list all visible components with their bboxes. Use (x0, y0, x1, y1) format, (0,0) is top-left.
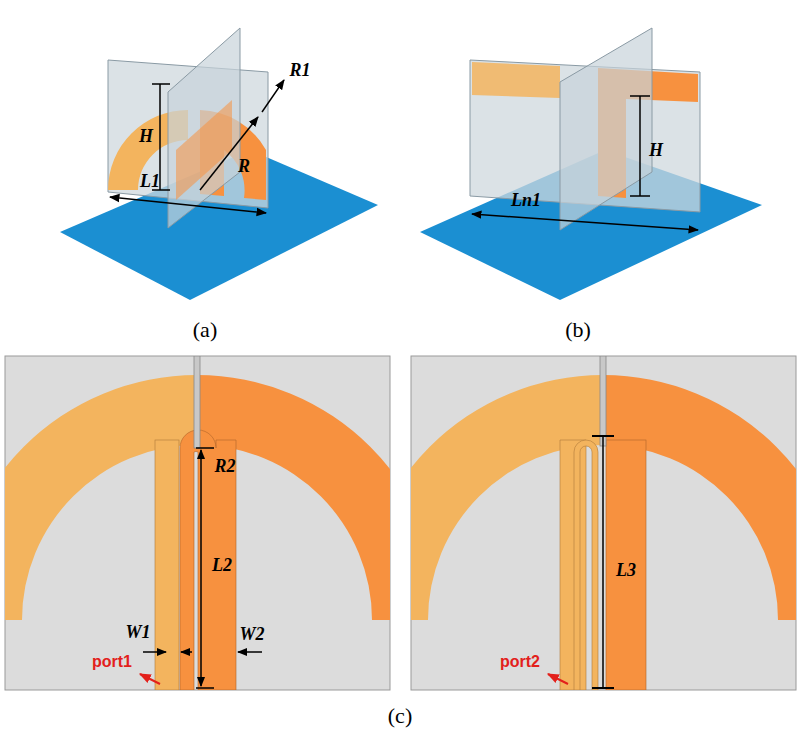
dimension-label: H (139, 127, 153, 145)
dimension-label: L3 (616, 561, 636, 579)
substrate-plate (560, 28, 652, 230)
substrate-panel (5, 356, 390, 690)
dimension-tick (196, 687, 214, 689)
dimension-label: W2 (239, 625, 264, 643)
dimension-line (110, 197, 266, 213)
port-label: port1 (92, 654, 132, 670)
dimension-line (143, 651, 166, 653)
dimension-line (181, 651, 192, 653)
dimension-tick (592, 687, 614, 689)
dimension-line (602, 437, 604, 688)
dimension-label: R1 (289, 61, 310, 79)
dimension-line (238, 651, 262, 653)
microstrip-line (194, 356, 200, 448)
radiator-group (411, 356, 796, 690)
dimension-tick (630, 95, 650, 97)
panel-caption: (c) (388, 705, 412, 727)
radiator-group (5, 356, 390, 690)
dimension-label: L2 (212, 556, 232, 574)
dimension-label: Ln1 (511, 191, 541, 209)
dimension-label: W1 (125, 623, 150, 641)
substrate-plate (168, 28, 240, 228)
microstrip-line (600, 356, 606, 446)
port-label: port2 (500, 654, 540, 670)
dimension-label: L1 (140, 172, 160, 190)
dimension-line (200, 450, 202, 686)
dimension-label: R2 (214, 457, 235, 475)
feed-strip (574, 440, 598, 690)
radiator-stem (606, 440, 646, 690)
substrate-panel (411, 356, 796, 690)
dimension-label: R (238, 157, 250, 175)
panel-caption: (b) (565, 319, 591, 341)
dimension-label: H (649, 141, 663, 159)
radiator-arm (472, 62, 560, 98)
dimension-line (262, 80, 284, 112)
radiator-stem (180, 430, 236, 690)
dimension-tick (196, 447, 214, 449)
dimension-tick (592, 435, 614, 437)
dimension-line (639, 96, 641, 196)
dimension-line (472, 214, 698, 230)
panel-caption: (a) (193, 319, 217, 341)
dimension-line (200, 117, 258, 190)
dimension-tick (630, 195, 650, 197)
port-arrow (548, 674, 568, 684)
dimension-tick (152, 83, 170, 85)
port-arrow (140, 674, 160, 684)
feed-strip (560, 440, 586, 690)
